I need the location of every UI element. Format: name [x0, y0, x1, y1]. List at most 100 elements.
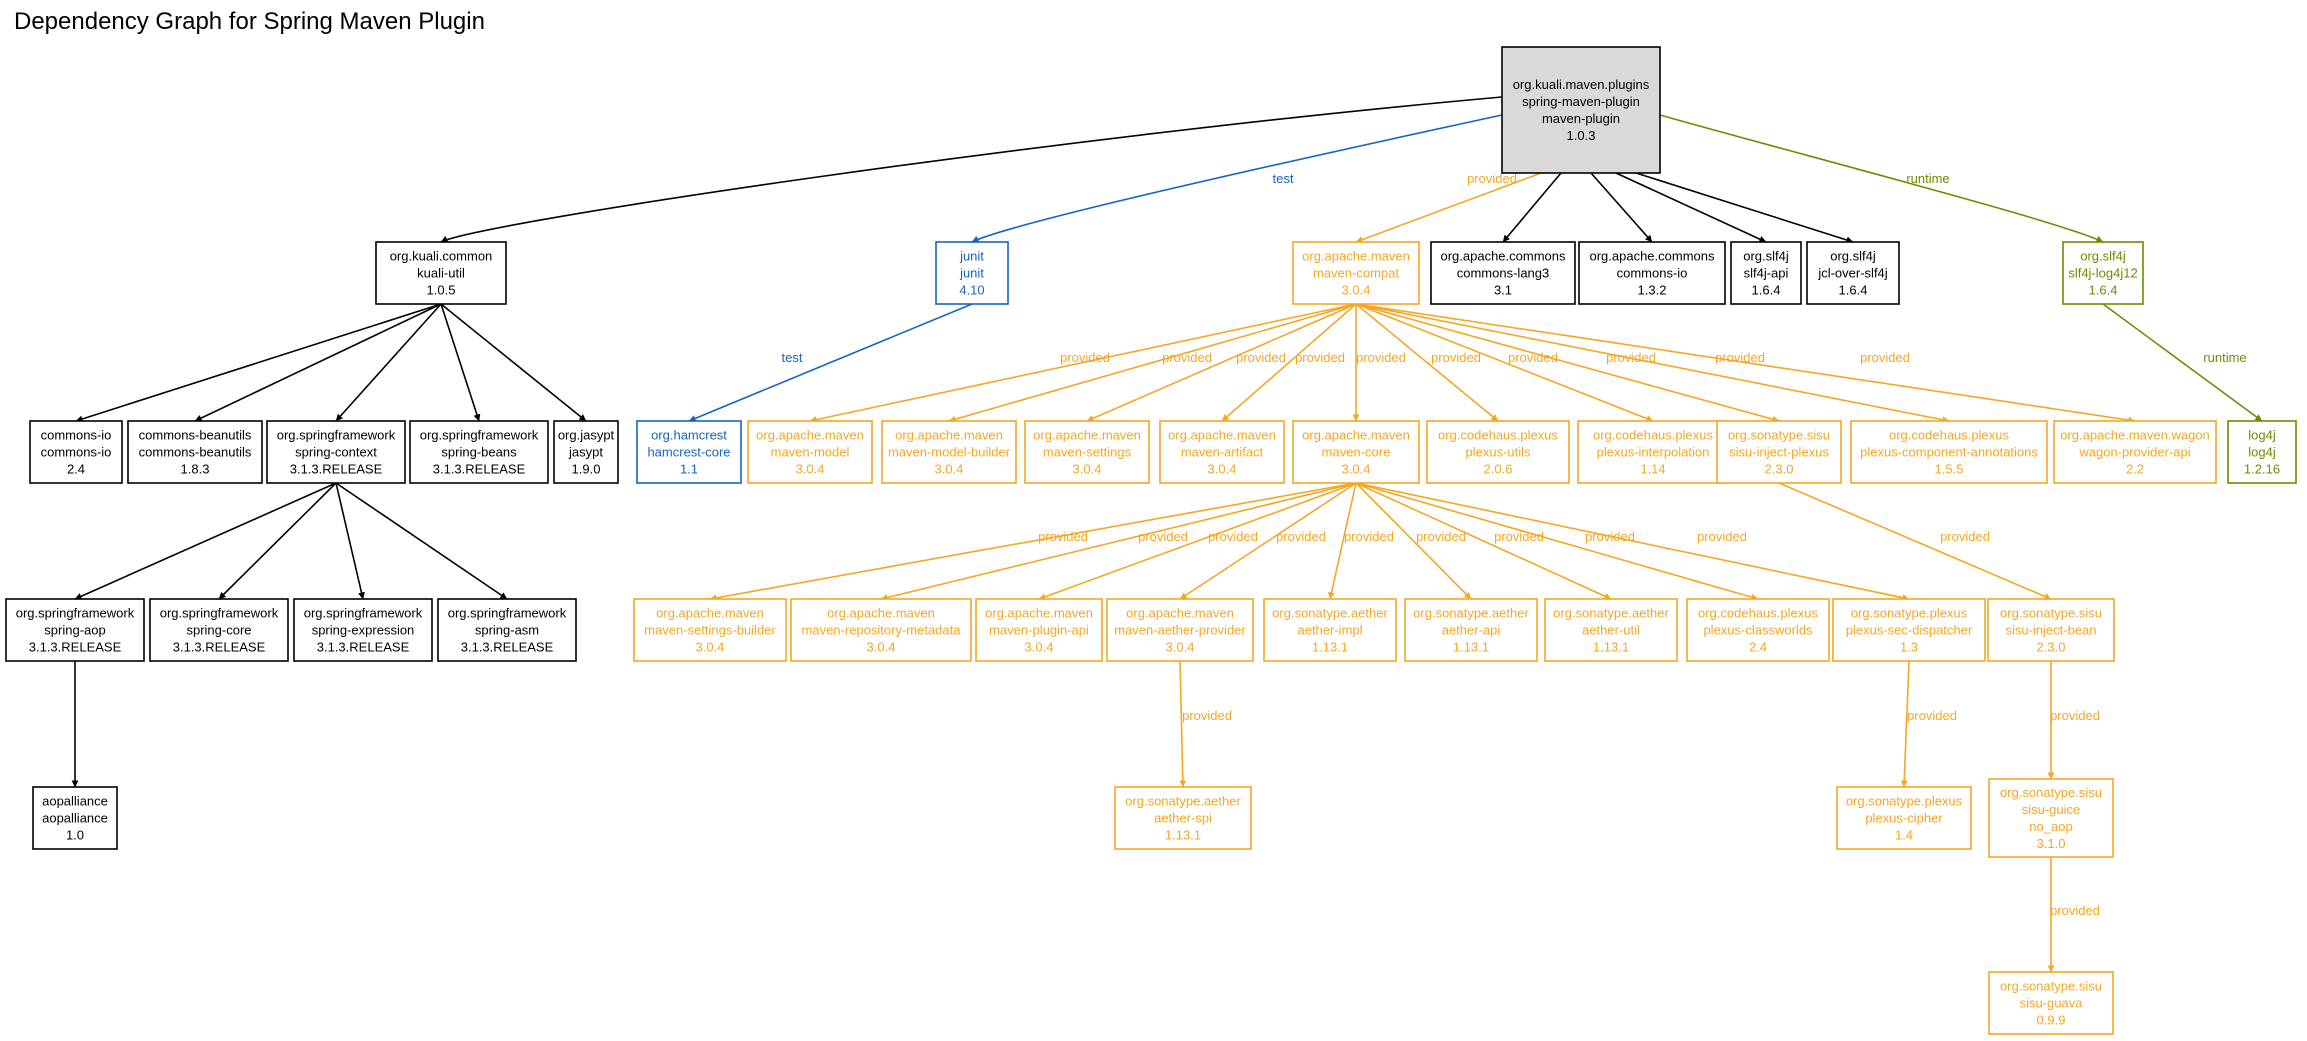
node-label-line: aether-api: [1442, 623, 1501, 638]
edge-label: runtime: [1906, 171, 1949, 186]
edge-maven-core-to-aether-impl: [1328, 482, 1357, 600]
node-label-line: plexus-sec-dispatcher: [1846, 623, 1973, 638]
node-label-line: org.slf4j: [2080, 249, 2126, 264]
node-label-line: 1.6.4: [2089, 283, 2118, 298]
node-label-line: org.codehaus.plexus: [1889, 428, 2009, 443]
node-label-line: org.apache.maven: [827, 606, 935, 621]
node-label-line: org.slf4j: [1830, 249, 1876, 264]
node-label-line: sisu-guice: [2022, 802, 2081, 817]
edge-label: provided: [1038, 529, 1088, 544]
node-label-line: maven-repository-metadata: [802, 623, 962, 638]
node-box: [437, 598, 577, 662]
node-label-line: 2.2: [2126, 462, 2144, 477]
node-label-line: 1.8.3: [181, 462, 210, 477]
node-label-line: 1.6.4: [1752, 283, 1781, 298]
edge-sisu-inject-plexus-to-sisu-inject-bean: [1778, 482, 2052, 600]
node-box: [1806, 241, 1900, 305]
node-box: [790, 598, 972, 662]
node-label-line: spring-beans: [441, 445, 517, 460]
node-label-line: kuali-util: [417, 266, 465, 281]
edge-spring-context-to-spring-aop: [74, 482, 337, 600]
node-label-line: 2.3.0: [1765, 462, 1794, 477]
node-label-line: 1.14: [1640, 462, 1665, 477]
edge-spring-context-to-spring-asm: [335, 482, 508, 600]
node-label-line: 1.13.1: [1593, 640, 1629, 655]
edge-root-to-slf4j-api: [1615, 172, 1767, 243]
edge-root-to-commons-io-apache: [1590, 172, 1653, 243]
node-box: [1106, 598, 1254, 662]
node-box: [266, 420, 406, 484]
edge-root-to-slf4j-log4j12: [1659, 114, 2104, 243]
node-label-line: 0.9.9: [2037, 1013, 2066, 1028]
edge-label: provided: [1416, 529, 1466, 544]
node-maven-settings-builder: org.apache.mavenmaven-settings-builder3.…: [633, 598, 787, 662]
edge-label: provided: [1494, 529, 1544, 544]
node-label-line: 3.1.3.RELEASE: [29, 640, 122, 655]
node-label-line: 3.1.3.RELEASE: [433, 462, 526, 477]
node-label-line: sisu-inject-plexus: [1729, 445, 1829, 460]
node-spring-context: org.springframeworkspring-context3.1.3.R…: [266, 420, 406, 484]
edge-label: provided: [1940, 529, 1990, 544]
node-label-line: 1.3: [1900, 640, 1918, 655]
node-box: [409, 420, 549, 484]
node-label-line: org.apache.maven: [985, 606, 1093, 621]
node-box: [975, 598, 1103, 662]
node-label-line: 3.0.4: [796, 462, 825, 477]
edge-plexus-sec-dispatcher-to-plexus-cipher: [1900, 660, 1910, 788]
node-label-line: aopalliance: [42, 794, 108, 809]
node-label-line: org.springframework: [448, 606, 567, 621]
node-label-line: org.hamcrest: [651, 428, 727, 443]
node-label-line: org.sonatype.sisu: [2000, 606, 2102, 621]
node-box: [1430, 241, 1576, 305]
node-label-line: 1.4: [1895, 828, 1913, 843]
edge-label: runtime: [2203, 350, 2246, 365]
node-label-line: 3.0.4: [696, 640, 725, 655]
node-label-line: 1.13.1: [1453, 640, 1489, 655]
node-box: [32, 786, 118, 850]
node-label-line: hamcrest-core: [647, 445, 730, 460]
node-box: [1836, 786, 1972, 850]
node-label-line: log4j: [2248, 445, 2276, 460]
node-label-line: 1.3.2: [1638, 283, 1667, 298]
node-box: [5, 598, 145, 662]
node-box: [1159, 420, 1285, 484]
node-plexus-component-annotations: org.codehaus.plexusplexus-component-anno…: [1850, 420, 2048, 484]
edge-root-to-jcl-over-slf4j: [1635, 172, 1854, 244]
node-label-line: 1.5.5: [1935, 462, 1964, 477]
node-maven-aether-provider: org.apache.mavenmaven-aether-provider3.0…: [1106, 598, 1254, 662]
node-box: [1404, 598, 1538, 662]
node-label-line: plexus-cipher: [1865, 811, 1943, 826]
edge-maven-core-to-maven-aether-provider: [1179, 482, 1357, 600]
edge-label: provided: [2050, 708, 2100, 723]
node-label-line: spring-context: [295, 445, 377, 460]
node-box: [636, 420, 742, 484]
node-label-line: jcl-over-slf4j: [1817, 266, 1887, 281]
node-label-line: maven-model: [771, 445, 850, 460]
node-label-line: maven-settings: [1043, 445, 1132, 460]
node-box: [127, 420, 263, 484]
edge-label: provided: [1295, 350, 1345, 365]
node-label-line: aopalliance: [42, 811, 108, 826]
node-label-line: spring-core: [186, 623, 251, 638]
node-label-line: maven-artifact: [1181, 445, 1264, 460]
edge-label: provided: [1508, 350, 1558, 365]
edge-maven-compat-to-maven-artifact: [1221, 303, 1357, 422]
node-label-line: 3.0.4: [1208, 462, 1237, 477]
node-label-line: spring-maven-plugin: [1522, 94, 1640, 109]
node-spring-expression: org.springframeworkspring-expression3.1.…: [293, 598, 433, 662]
node-label-line: 2.0.6: [1484, 462, 1513, 477]
edge-maven-core-to-plexus-sec-dispatcher: [1355, 482, 1910, 602]
node-label-line: maven-compat: [1313, 266, 1399, 281]
node-label-line: spring-expression: [312, 623, 415, 638]
edge-kuali-util-to-spring-beans: [440, 303, 481, 422]
